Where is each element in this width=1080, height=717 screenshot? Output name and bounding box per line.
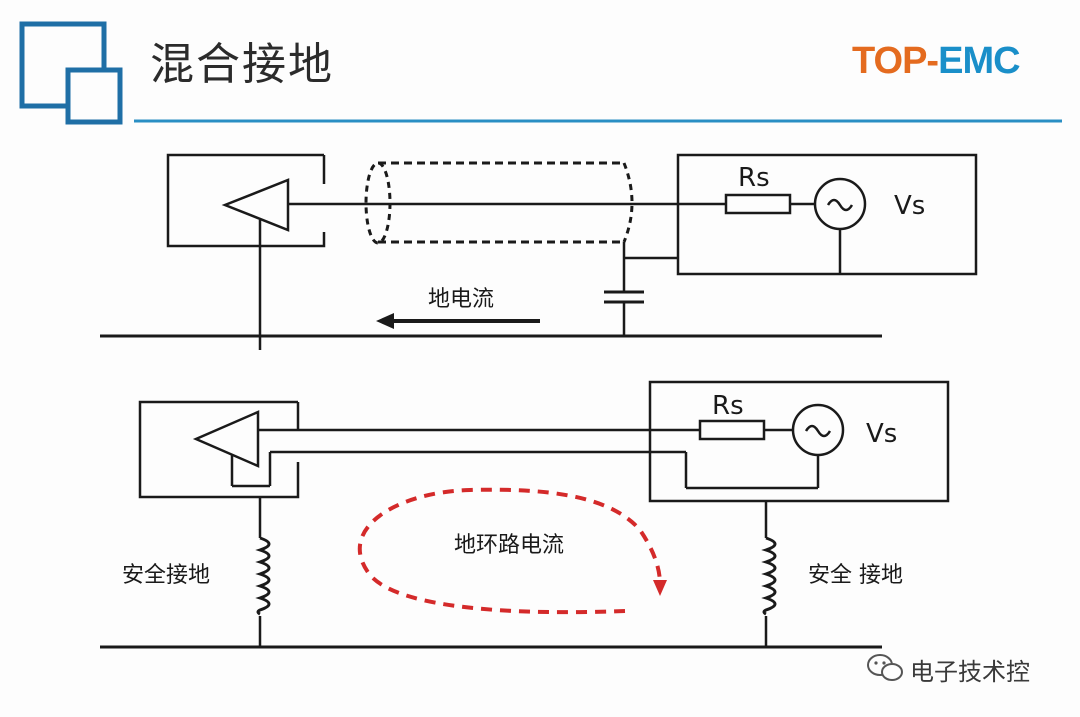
logo-squares-icon xyxy=(19,21,123,125)
header-divider xyxy=(134,119,1062,123)
loop-current-label: 地环路电流 xyxy=(454,533,564,558)
bottom-right-inductor xyxy=(761,536,777,616)
brand-logo: TOP-EMC xyxy=(852,40,1021,83)
bottom-amplifier xyxy=(192,410,260,468)
bottom-left-device-box xyxy=(138,400,300,499)
brand-logo-part1: TOP- xyxy=(852,40,939,82)
top-left-device-box xyxy=(166,153,326,248)
top-current-arrow xyxy=(376,313,394,329)
wechat-icon xyxy=(867,654,903,681)
watermark-text: 电子技术控 xyxy=(910,658,1030,686)
top-source-label: Vs xyxy=(894,191,925,221)
top-current-label: 地电流 xyxy=(428,287,494,312)
top-resistor-label: Rs xyxy=(738,163,770,193)
ground-loop-arrow xyxy=(357,487,662,615)
bottom-resistor-label: Rs xyxy=(712,391,744,421)
page-title: 混合接地 xyxy=(150,39,334,90)
bottom-resistor xyxy=(698,419,766,441)
right-safety-ground-label: 安全 接地 xyxy=(808,563,903,588)
top-source-box xyxy=(676,153,978,276)
bottom-source-label: Vs xyxy=(866,419,897,449)
brand-logo-part2: EMC xyxy=(938,40,1020,82)
left-safety-ground-label: 安全接地 xyxy=(122,563,210,588)
bottom-source-box xyxy=(648,380,950,503)
bottom-left-inductor xyxy=(255,536,271,616)
